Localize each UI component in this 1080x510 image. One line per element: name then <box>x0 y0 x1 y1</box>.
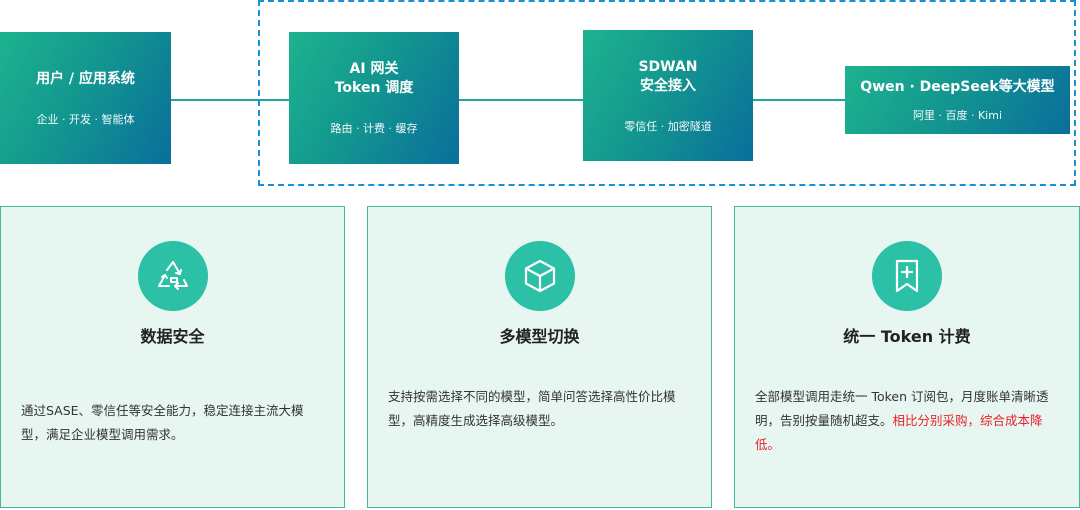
card-description: 全部模型调用走统一 Token 订阅包，月度账单清晰透明，告别按量随机超支。相比… <box>755 385 1063 457</box>
card-title: 多模型切换 <box>499 327 580 346</box>
user-app-sub: 企业 · 开发 · 智能体 <box>36 112 135 126</box>
bookmark-plus-icon <box>872 241 942 311</box>
models-title: Qwen · DeepSeek等大模型 <box>860 78 1055 95</box>
card-description: 通过SASE、零信任等安全能力，稳定连接主流大模型，满足企业模型调用需求。 <box>21 403 304 442</box>
user-app-box: 用户 / 应用系统 企业 · 开发 · 智能体 <box>0 32 171 164</box>
sdwan-sub: 零信任 · 加密隧道 <box>624 119 712 133</box>
sdwan-box: SDWAN 安全接入 零信任 · 加密隧道 <box>583 30 753 161</box>
connector-sdwan-models <box>753 99 845 101</box>
card-description: 支持按需选择不同的模型，简单问答选择高性价比模型，高精度生成选择高级模型。 <box>388 389 676 428</box>
models-box: Qwen · DeepSeek等大模型 阿里 · 百度 · Kimi <box>845 66 1070 134</box>
cloud-boundary-frame <box>258 0 1076 186</box>
card-title: 统一 Token 计费 <box>843 327 971 346</box>
card-data-security: 数据安全 通过SASE、零信任等安全能力，稳定连接主流大模型，满足企业模型调用需… <box>0 206 345 508</box>
ai-gateway-title: AI 网关 Token 调度 <box>334 61 414 96</box>
sdwan-title: SDWAN 安全接入 <box>638 58 698 94</box>
connector-user-gateway <box>171 99 289 101</box>
card-multi-model: 多模型切换 支持按需选择不同的模型，简单问答选择高性价比模型，高精度生成选择高级… <box>367 206 712 508</box>
card-unified-billing: 统一 Token 计费 全部模型调用走统一 Token 订阅包，月度账单清晰透明… <box>734 206 1080 508</box>
user-app-title: 用户 / 应用系统 <box>36 70 135 87</box>
recycle-shield-icon <box>137 241 208 311</box>
ai-gateway-box: AI 网关 Token 调度 路由 · 计费 · 缓存 <box>289 32 459 164</box>
connector-gateway-sdwan <box>459 99 583 101</box>
card-description-highlight: 相比分别采购，综合成本降低。 <box>755 413 1043 452</box>
ai-gateway-sub: 路由 · 计费 · 缓存 <box>330 122 418 135</box>
card-description-main: 全部模型调用走统一 Token 订阅包，月度账单清晰透明，告别按量随机超支。 <box>755 389 1049 428</box>
card-title: 数据安全 <box>140 327 205 346</box>
models-sub: 阿里 · 百度 · Kimi <box>912 108 1003 122</box>
cube-icon <box>504 241 575 311</box>
